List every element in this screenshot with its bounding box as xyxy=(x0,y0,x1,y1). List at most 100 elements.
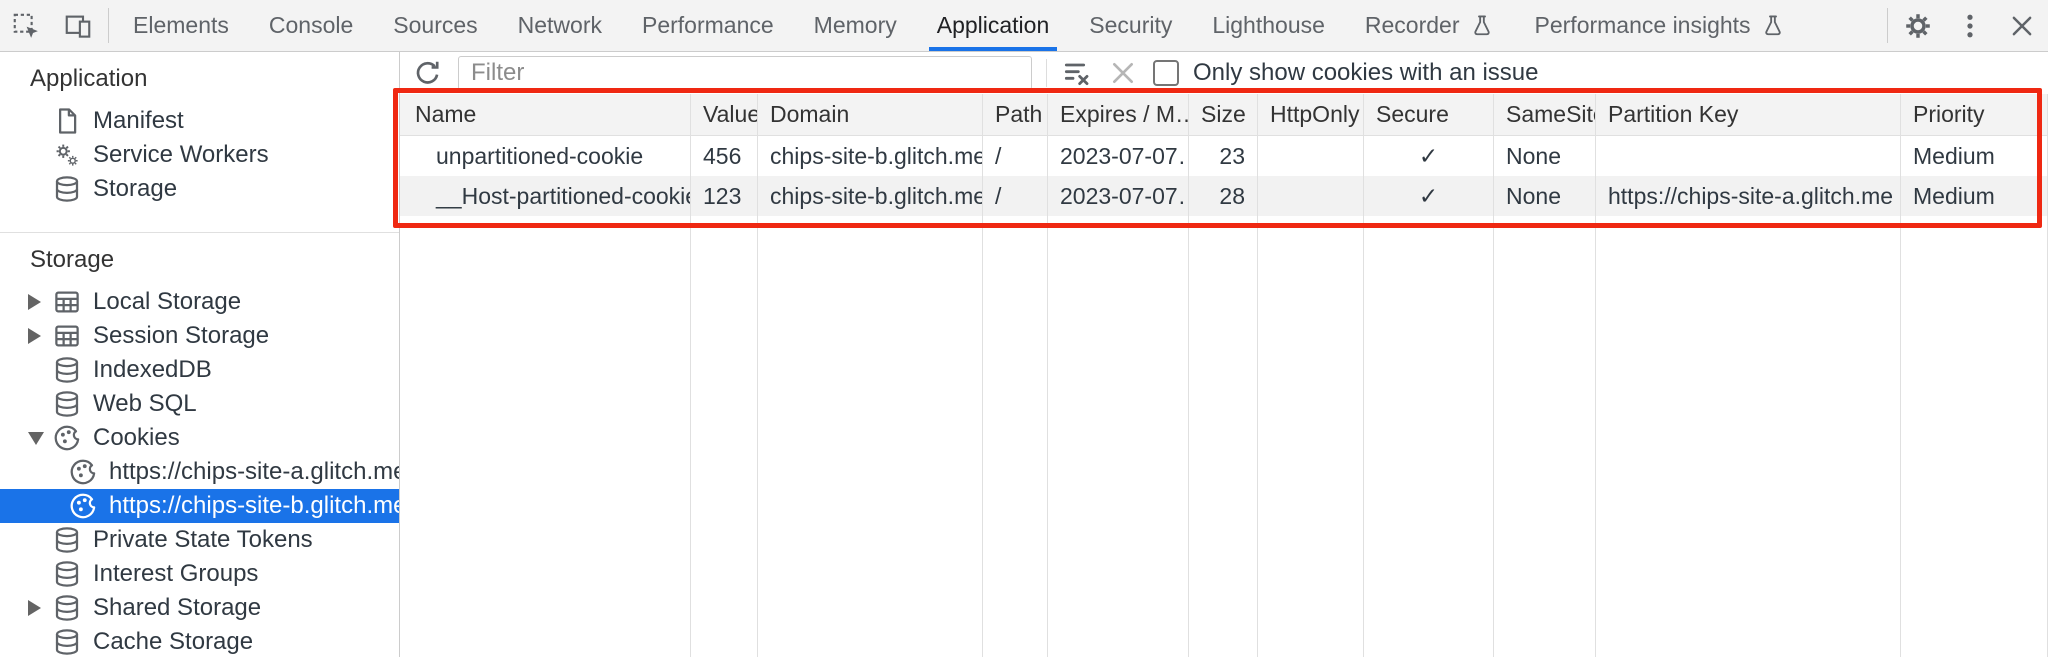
sidebar-item-manifest[interactable]: Manifest xyxy=(0,104,399,138)
tab-label: Memory xyxy=(813,12,897,38)
cookie-row-1-value: 456 xyxy=(691,136,758,176)
tab-label: Security xyxy=(1089,12,1173,38)
tab-lighthouse[interactable]: Lighthouse xyxy=(1192,0,1345,51)
device-toolbar-icon xyxy=(63,11,93,41)
column-header-size[interactable]: Size xyxy=(1189,94,1258,136)
column-header-value[interactable]: Value xyxy=(691,94,758,136)
database-icon xyxy=(52,627,82,657)
database-icon xyxy=(52,389,82,419)
filter-input[interactable] xyxy=(458,56,1032,90)
database-icon xyxy=(52,525,82,555)
cookie-row-2-partition-key: https://chips-site-a.glitch.me xyxy=(1596,176,1901,216)
column-header-secure[interactable]: Secure xyxy=(1364,94,1494,136)
column-header-expires[interactable]: Expires / M… xyxy=(1048,94,1189,136)
chevron-right-icon[interactable] xyxy=(28,328,52,344)
tab-application[interactable]: Application xyxy=(917,0,1070,51)
tab-elements[interactable]: Elements xyxy=(113,0,249,51)
column-header-name[interactable]: Name xyxy=(400,94,691,136)
cookie-row-1-name[interactable]: unpartitioned-cookie xyxy=(400,136,691,176)
cookie-row-2-httponly xyxy=(1258,176,1364,216)
device-toolbar-button[interactable] xyxy=(52,0,104,51)
tab-console[interactable]: Console xyxy=(249,0,373,51)
tab-network[interactable]: Network xyxy=(498,0,622,51)
table-icon xyxy=(52,287,82,317)
cookie-row-2-path: / xyxy=(983,176,1048,216)
sidebar-item-local-storage[interactable]: Local Storage xyxy=(0,285,399,319)
sidebar-item-storage[interactable]: Storage xyxy=(0,172,399,206)
close-icon xyxy=(2007,11,2037,41)
sidebar-item-label: https://chips-site-b.glitch.me xyxy=(109,492,400,519)
cookie-row-2-expires: 2023-07-07… xyxy=(1048,176,1189,216)
sidebar-section-application: Application Manifest Service Workers Sto… xyxy=(0,52,399,232)
chevron-right-icon[interactable] xyxy=(28,294,52,310)
column-header-domain[interactable]: Domain xyxy=(758,94,983,136)
panel-tabs: Elements Console Sources Network Perform… xyxy=(113,0,1806,51)
sidebar-item-session-storage[interactable]: Session Storage xyxy=(0,319,399,353)
sidebar-item-cache-storage[interactable]: Cache Storage xyxy=(0,625,399,657)
settings-button[interactable] xyxy=(1892,0,1944,51)
tab-label: Application xyxy=(936,12,1050,38)
table-empty-area xyxy=(1901,216,2048,657)
cookie-row-1-expires: 2023-07-07… xyxy=(1048,136,1189,176)
toolbar-divider xyxy=(1887,8,1888,43)
file-icon xyxy=(52,106,82,136)
sidebar-item-cookies-chips-site-b[interactable]: https://chips-site-b.glitch.me xyxy=(0,489,399,523)
tab-performance-insights[interactable]: Performance insights xyxy=(1515,0,1806,51)
more-options-button[interactable] xyxy=(1944,0,1996,51)
sidebar-item-cookies[interactable]: Cookies xyxy=(0,421,399,455)
sidebar-item-cookies-chips-site-a[interactable]: https://chips-site-a.glitch.me xyxy=(0,455,399,489)
tab-label: Lighthouse xyxy=(1212,12,1325,38)
clear-filter-icon[interactable] xyxy=(1061,57,1093,89)
chevron-right-icon[interactable] xyxy=(28,600,52,616)
sidebar-section-storage: Storage Local Storage Session Storage In… xyxy=(0,232,399,657)
cookie-row-1-path: / xyxy=(983,136,1048,176)
close-devtools-button[interactable] xyxy=(1996,0,2048,51)
column-header-path[interactable]: Path xyxy=(983,94,1048,136)
sidebar-item-label: Storage xyxy=(93,175,178,202)
cookie-icon xyxy=(52,423,82,453)
column-header-httponly[interactable]: HttpOnly xyxy=(1258,94,1364,136)
database-icon xyxy=(52,355,82,385)
tab-sources[interactable]: Sources xyxy=(373,0,497,51)
tab-label: Console xyxy=(268,12,354,38)
sidebar-item-shared-storage[interactable]: Shared Storage xyxy=(0,591,399,625)
chevron-down-icon[interactable] xyxy=(28,431,52,445)
sidebar-item-label: Private State Tokens xyxy=(93,526,313,553)
tab-memory[interactable]: Memory xyxy=(794,0,917,51)
gear-icon xyxy=(1903,11,1933,41)
sidebar-item-interest-groups[interactable]: Interest Groups xyxy=(0,557,399,591)
delete-selected-icon[interactable] xyxy=(1107,57,1139,89)
tab-recorder[interactable]: Recorder xyxy=(1345,0,1515,51)
table-empty-area xyxy=(400,216,691,657)
inspect-element-button[interactable] xyxy=(0,0,52,51)
sidebar-item-label: Manifest xyxy=(93,107,184,134)
sidebar-item-indexeddb[interactable]: IndexedDB xyxy=(0,353,399,387)
column-header-priority[interactable]: Priority xyxy=(1901,94,2048,136)
issues-only-checkbox[interactable] xyxy=(1153,60,1179,86)
tab-label: Recorder xyxy=(1364,12,1460,38)
table-empty-area xyxy=(1494,216,1596,657)
column-header-samesite[interactable]: SameSite xyxy=(1494,94,1596,136)
tab-label: Performance xyxy=(642,12,774,38)
toolbar-divider xyxy=(1046,59,1047,87)
sidebar-item-service-workers[interactable]: Service Workers xyxy=(0,138,399,172)
tab-label: Elements xyxy=(133,12,229,38)
table-empty-area xyxy=(691,216,758,657)
sidebar-item-label: Interest Groups xyxy=(93,560,259,587)
issues-only-checkbox-label: Only show cookies with an issue xyxy=(1193,59,1539,86)
table-icon xyxy=(52,321,82,351)
sidebar-item-private-state-tokens[interactable]: Private State Tokens xyxy=(0,523,399,557)
cookie-row-2-size: 28 xyxy=(1189,176,1258,216)
cookie-icon xyxy=(68,457,98,487)
sidebar-item-web-sql[interactable]: Web SQL xyxy=(0,387,399,421)
table-empty-area xyxy=(983,216,1048,657)
refresh-icon[interactable] xyxy=(412,57,444,89)
table-empty-area xyxy=(1364,216,1494,657)
cookie-row-2-name[interactable]: __Host-partitioned-cookie xyxy=(400,176,691,216)
column-header-partition-key[interactable]: Partition Key xyxy=(1596,94,1901,136)
tab-security[interactable]: Security xyxy=(1069,0,1192,51)
tab-performance[interactable]: Performance xyxy=(622,0,794,51)
database-icon xyxy=(52,559,82,589)
inspect-cursor-icon xyxy=(11,11,41,41)
